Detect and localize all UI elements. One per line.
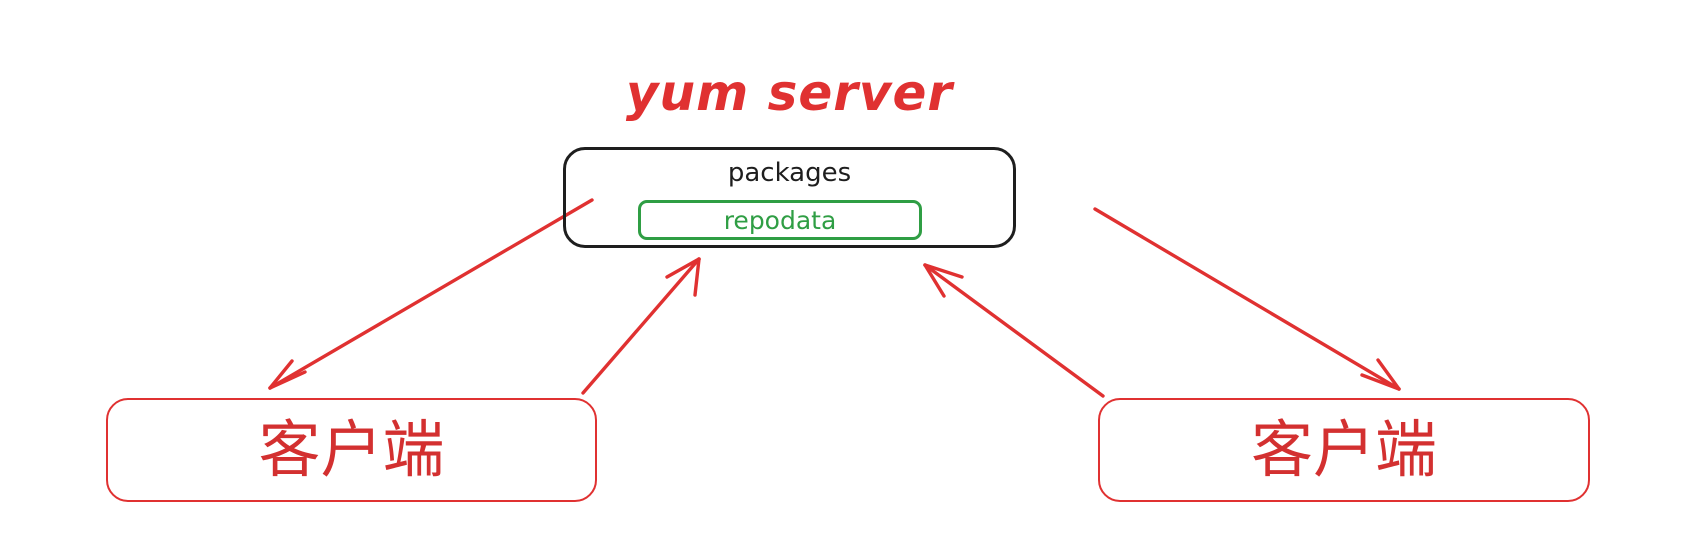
arrow-server-to-right-client — [1093, 207, 1401, 391]
yum-server-box — [563, 147, 1016, 248]
repodata-label: repodata — [723, 206, 837, 235]
client-label-right: 客户端 — [1250, 413, 1437, 486]
client-box-right — [1098, 398, 1590, 502]
arrow-left-client-to-repodata — [581, 257, 701, 395]
client-label-left: 客户端 — [258, 413, 445, 486]
arrow-server-to-left-client — [268, 198, 594, 390]
repodata-box — [638, 200, 922, 240]
packages-label: packages — [727, 158, 852, 188]
client-box-left — [106, 398, 597, 502]
arrow-right-client-to-repodata — [923, 263, 1105, 398]
diagram-title: yum server — [625, 64, 954, 122]
